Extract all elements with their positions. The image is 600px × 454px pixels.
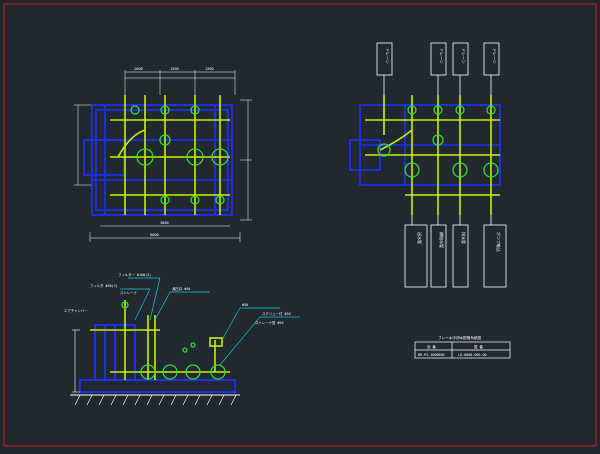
callout-2: フィルタ Φ50(2)	[90, 283, 118, 288]
top-label-3: ドレーン	[461, 48, 466, 64]
table-title: ブレーキ冷却水配管系統図	[438, 335, 482, 340]
top-label-2: ドレーン	[439, 48, 444, 64]
top-label-4: ドレーン	[492, 48, 497, 64]
dim-top-3: 1500	[205, 67, 214, 71]
elevation-view: フィルター Φ100(2) フィルタ Φ50(2) ストレーナ 減圧弁 Φ40 …	[64, 272, 300, 406]
callout-6: スクリュー付 Φ50	[262, 311, 291, 316]
bottom-label-texts: 送水管 補給水管 排水管 ポンプ吸込	[417, 232, 502, 252]
elevation-leaders	[120, 277, 300, 366]
bottom-label-boxes	[404, 215, 507, 288]
plan-valves	[130, 105, 229, 205]
callout-3: ストレーナ	[120, 290, 138, 295]
system-piping	[365, 95, 500, 215]
elevation-valves	[121, 301, 226, 380]
title-table: ブレーキ冷却水配管系統図 品 番 図 番 BR-PS-1000000 LD-00…	[414, 335, 511, 359]
callout-7: ストレーナ型 Φ50	[255, 320, 284, 325]
plan-skid-frame	[83, 104, 233, 216]
top-label-texts: ドレーン ドレーン ドレーン ドレーン	[385, 48, 497, 64]
floor-hatching	[74, 394, 237, 406]
system-valves	[377, 105, 499, 178]
elevation-piping	[90, 300, 230, 380]
bottom-label-4: ポンプ吸込	[496, 232, 502, 252]
plan-piping	[110, 95, 230, 215]
top-label-boxes	[376, 42, 500, 95]
table-header-1: 品 番	[427, 344, 436, 349]
table-cells: 品 番 図 番 BR-PS-1000000 LD-0000-000-00	[418, 344, 487, 357]
elevation-dim-marks	[72, 329, 80, 393]
callout-1: フィルター Φ100(2)	[118, 272, 151, 277]
table-cell-1: BR-PS-1000000	[418, 353, 445, 357]
callout-4: 減圧弁 Φ40	[172, 286, 190, 291]
table-header-2: 図 番	[474, 344, 483, 349]
system-view: ドレーン ドレーン ドレーン ドレーン	[349, 42, 507, 288]
drawing-frame	[3, 3, 597, 447]
table-cell-2: LD-0000-000-00	[458, 353, 487, 357]
bottom-label-1: 送水管	[417, 232, 423, 244]
elevation-base-frame	[79, 324, 236, 393]
bottom-label-2: 補給水管	[439, 232, 445, 248]
plan-dimension-texts: 2000 1500 1500 3000 6000	[134, 67, 214, 237]
top-label-1: ドレーン	[385, 48, 390, 64]
plan-dimension-lines	[74, 70, 252, 242]
dim-top-2: 1500	[170, 67, 179, 71]
bottom-label-3: 排水管	[461, 232, 467, 244]
dim-bottom-1: 3000	[160, 221, 169, 225]
dim-bottom-2: 6000	[150, 233, 159, 237]
plan-view: 2000 1500 1500 3000 6000	[74, 67, 252, 242]
side-label: エアチャンバー	[64, 308, 88, 313]
callout-5: Φ50	[242, 303, 248, 307]
dim-top-1: 2000	[134, 67, 143, 71]
system-skid-frame	[349, 104, 501, 186]
table-grid	[414, 341, 511, 359]
elevation-callout-texts: フィルター Φ100(2) フィルタ Φ50(2) ストレーナ 減圧弁 Φ40 …	[64, 272, 291, 325]
